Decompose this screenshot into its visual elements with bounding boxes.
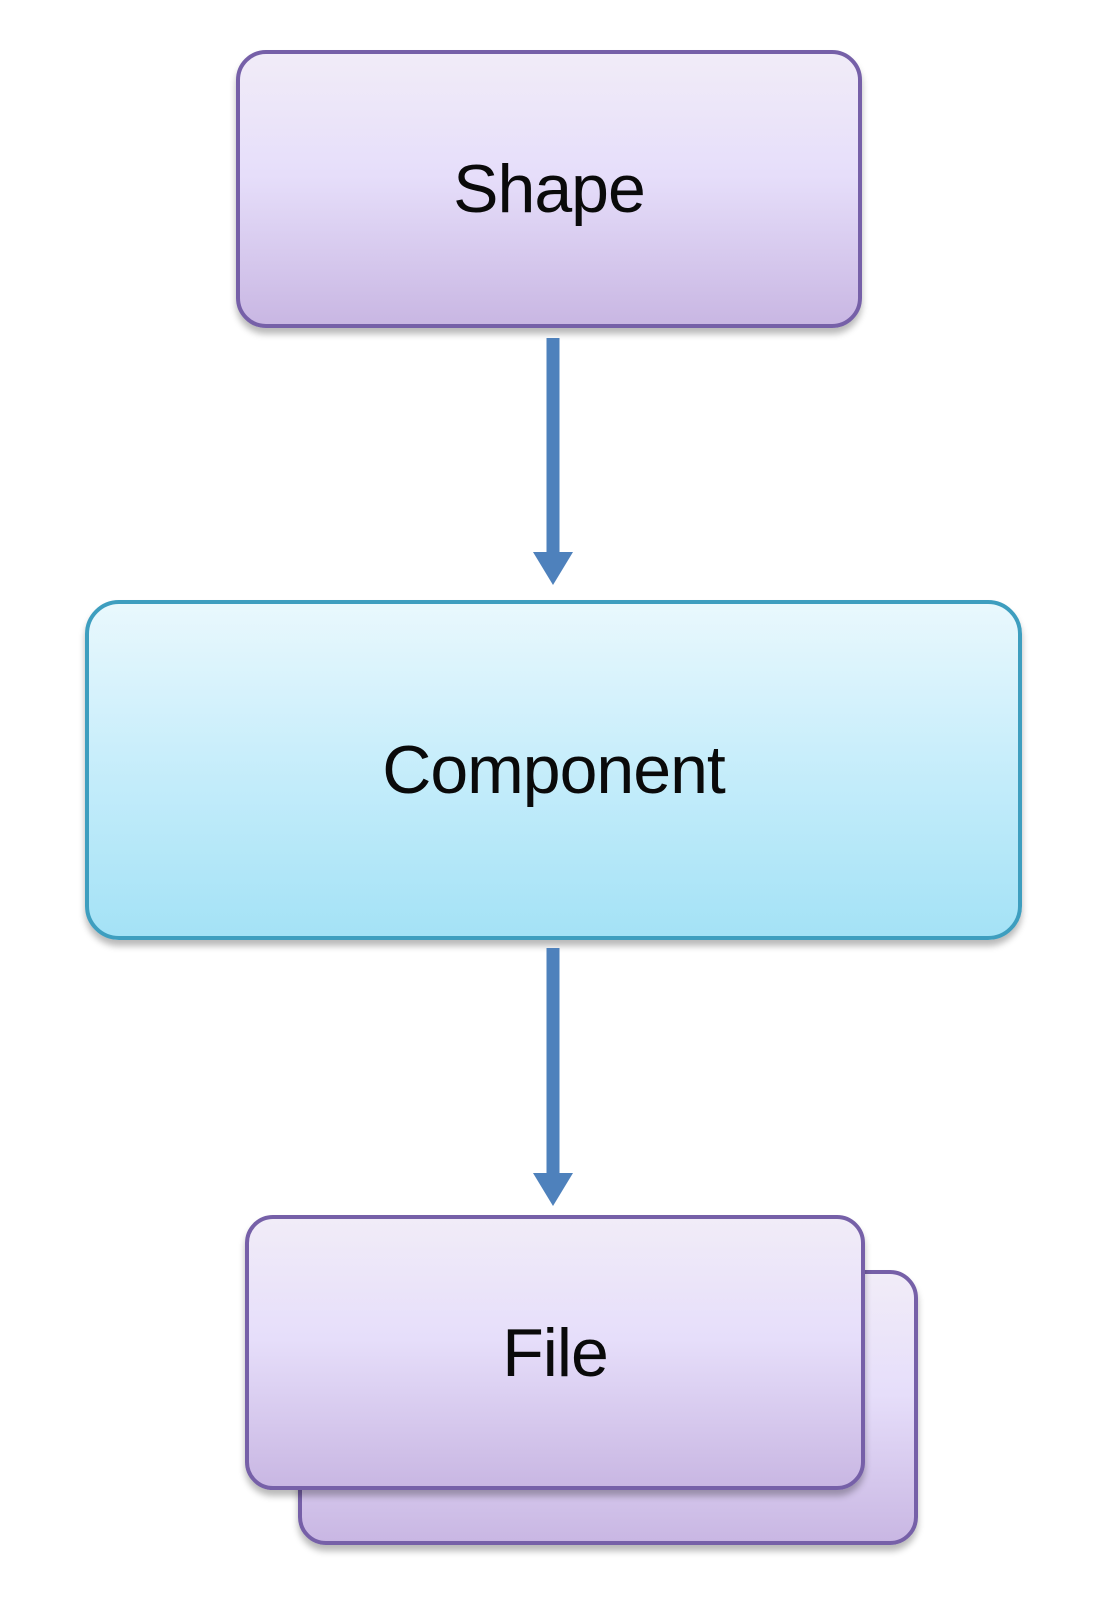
arrow-shape-to-component-icon (533, 338, 573, 585)
node-component-label: Component (382, 732, 726, 808)
node-component: Component (85, 600, 1022, 940)
node-file: File (245, 1215, 865, 1490)
arrow-component-to-file-icon (533, 948, 573, 1206)
node-file-label: File (502, 1314, 609, 1391)
node-shape: Shape (236, 50, 862, 328)
node-shape-label: Shape (453, 151, 646, 227)
